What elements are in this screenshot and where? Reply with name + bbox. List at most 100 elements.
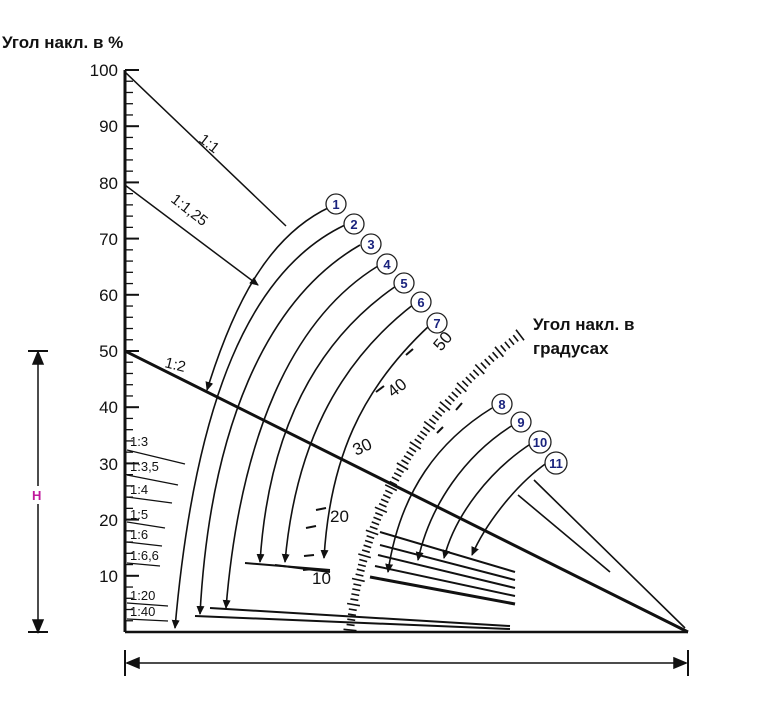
fan-lines	[194, 479, 686, 630]
degree-tick	[353, 583, 362, 587]
percent-tick-70: 70	[99, 230, 118, 249]
degree-tick-40: 40	[384, 375, 411, 402]
degree-tick	[378, 502, 387, 508]
degree-tick	[357, 563, 366, 568]
ratio-label-1-6-6: 1:6,6	[130, 548, 159, 563]
arc-arrow-9	[415, 424, 514, 561]
marker-2: 2	[343, 213, 365, 235]
percent-tick-60: 60	[99, 286, 118, 305]
h-label: H	[32, 488, 41, 503]
percent-tick-80: 80	[99, 174, 118, 193]
degree-tick	[391, 476, 400, 482]
degree-tick	[504, 341, 511, 349]
degree-tick	[451, 391, 459, 398]
slope-line-1-1-25	[124, 184, 259, 286]
degree-tick-30: 30	[350, 434, 375, 459]
degree-tick	[422, 426, 431, 433]
degree-tick	[369, 525, 378, 530]
degree-tick	[352, 588, 361, 592]
degree-tick	[364, 539, 373, 544]
percent-tick-10: 10	[99, 567, 118, 586]
degree-tick	[348, 608, 357, 612]
marker-1: 1	[325, 193, 347, 215]
percent-axis-title: Угол накл. в %	[2, 33, 123, 52]
degree-tick	[456, 382, 467, 393]
degrees-title-line1: Угол накл. в	[533, 315, 634, 334]
marker-3: 3	[360, 233, 382, 255]
degree-tick	[484, 358, 491, 366]
degree-tick	[512, 334, 519, 342]
svg-text:8: 8	[498, 397, 505, 412]
ratio-label-1-40: 1:40	[130, 604, 155, 619]
degree-tick	[515, 329, 525, 341]
degree-tick	[480, 362, 487, 370]
svg-text:3: 3	[367, 237, 374, 252]
degree-tick	[396, 467, 404, 474]
degree-tick	[508, 337, 515, 346]
degree-tick	[488, 355, 495, 363]
degree-tick	[361, 549, 371, 554]
arc-arrow-7	[320, 324, 431, 559]
ratio-label-1-20: 1:20	[130, 588, 155, 603]
arc-arrow-11	[471, 461, 549, 556]
degree-tick	[454, 387, 462, 395]
ratio-label-1-1: 1:1	[196, 131, 223, 157]
svg-text:11: 11	[549, 456, 563, 471]
marker-9: 9	[510, 411, 532, 433]
width-dimension	[124, 650, 689, 676]
degree-dashes	[302, 348, 463, 571]
degree-tick	[396, 462, 409, 471]
degree-tick	[434, 410, 443, 417]
svg-text:2: 2	[350, 217, 357, 232]
degree-tick	[447, 395, 455, 402]
degree-tick	[431, 414, 440, 421]
svg-text:1: 1	[332, 197, 339, 212]
degree-tick	[469, 372, 476, 380]
arc-arrow-10	[442, 442, 533, 559]
marker-11: 11	[544, 451, 568, 475]
percent-tick-90: 90	[99, 117, 118, 136]
degree-tick	[359, 558, 368, 563]
percent-ruler-ticks	[125, 69, 139, 633]
degree-tick	[417, 434, 425, 441]
degree-tick	[492, 351, 499, 359]
degree-tick	[389, 480, 398, 486]
degree-tick	[350, 598, 359, 602]
marker-circles: 1 2 3 4 5 6 7 8 9 10 11	[325, 193, 568, 475]
marker-10: 10	[528, 430, 552, 454]
degree-tick	[374, 511, 384, 517]
percent-tick-50: 50	[99, 342, 118, 361]
percent-tick-labels: 100 90 80 70 60 50 40 30 20 10	[90, 61, 118, 586]
ratio-label-1-2: 1:2	[163, 354, 187, 376]
degree-tick	[409, 441, 422, 450]
ratio-label-1-5: 1:5	[130, 507, 148, 522]
degree-tick	[428, 418, 437, 425]
ratio-label-1-1-25: 1:1,25	[168, 191, 211, 230]
degree-tick	[500, 344, 507, 352]
degree-tick	[365, 529, 379, 536]
ratio-label-1-3-5: 1:3,5	[130, 459, 159, 474]
degree-tick	[373, 516, 382, 521]
arc-arrow-2	[171, 224, 346, 629]
arc-arrow-4	[222, 265, 379, 609]
marker-6: 6	[410, 291, 432, 313]
svg-text:4: 4	[383, 257, 391, 272]
degree-tick	[343, 628, 357, 632]
degree-tick	[406, 450, 414, 457]
svg-text:6: 6	[417, 295, 424, 310]
degrees-title-line2: градусах	[533, 339, 609, 358]
marker-4: 4	[376, 253, 398, 275]
degree-tick	[355, 573, 364, 577]
slope-line-1-2	[124, 349, 689, 634]
degree-tick	[363, 544, 372, 549]
degree-tick	[384, 484, 398, 492]
degree-tick	[423, 420, 436, 430]
marker-8: 8	[491, 393, 513, 415]
marker-7: 7	[426, 312, 448, 334]
degree-tick	[384, 489, 393, 495]
degree-tick	[465, 376, 473, 384]
arc-arrows-1-7	[171, 206, 431, 629]
degree-tick	[408, 446, 417, 453]
percent-tick-30: 30	[99, 455, 118, 474]
